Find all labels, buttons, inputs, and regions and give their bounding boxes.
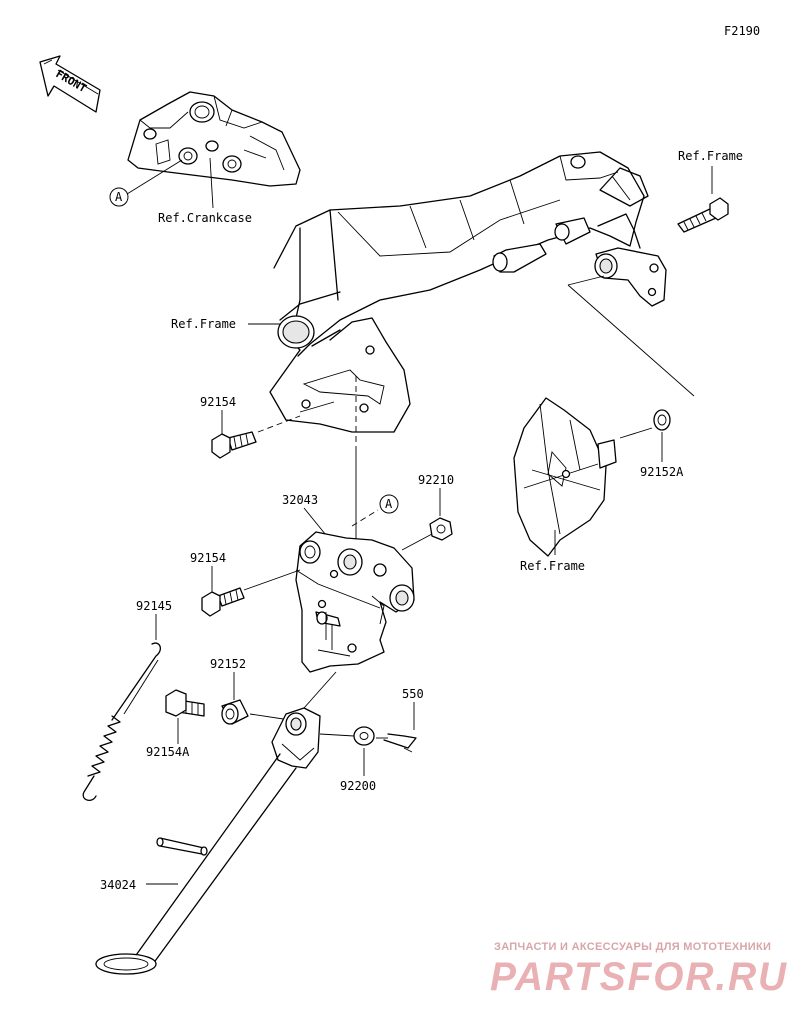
label-92154-upper: 92154 xyxy=(200,395,236,409)
bolt-92154-upper xyxy=(211,431,257,459)
cotter-pin-550 xyxy=(383,733,417,753)
label-92200: 92200 xyxy=(340,779,376,793)
svg-text:A: A xyxy=(385,497,393,511)
label-92210: 92210 xyxy=(418,473,454,487)
label-92154A: 92154A xyxy=(146,745,190,759)
circle-marker-a-bracket: A xyxy=(379,494,399,514)
label-92154-lower: 92154 xyxy=(190,551,226,565)
label-32043: 32043 xyxy=(282,493,318,507)
ref-frame-left: Ref.Frame xyxy=(171,317,236,331)
ref-frame-top-right: Ref.Frame xyxy=(678,149,743,163)
sidestand-34024 xyxy=(95,707,321,975)
label-550: 550 xyxy=(402,687,424,701)
ref-frame-bottom-right: Ref.Frame xyxy=(520,559,585,573)
collar-92152 xyxy=(221,699,249,725)
label-92152A: 92152A xyxy=(640,465,684,479)
watermark-brand: PARTSFOR.RU xyxy=(490,955,788,999)
front-arrow-icon xyxy=(39,55,101,113)
bolt-92154A xyxy=(165,689,205,717)
frame-bolt-top-right xyxy=(677,197,729,233)
circle-marker-a-crankcase: A xyxy=(109,187,129,207)
collar-92152A xyxy=(653,409,671,431)
watermark-subtitle: ЗАПЧАСТИ И АКСЕССУАРЫ ДЛЯ МОТОТЕХНИКИ xyxy=(494,941,771,953)
washer-92200 xyxy=(353,726,375,746)
label-34024: 34024 xyxy=(100,878,136,892)
spring-92145 xyxy=(82,642,162,802)
label-92145: 92145 xyxy=(136,599,172,613)
sidestand-bracket-32043 xyxy=(295,531,415,673)
crankcase-illustration xyxy=(127,91,301,187)
frame-illustration xyxy=(269,151,667,433)
figure-code: F2190 xyxy=(724,24,760,38)
label-92152: 92152 xyxy=(210,657,246,671)
ref-crankcase: Ref.Crankcase xyxy=(158,211,252,225)
rear-footrest-frame xyxy=(513,397,617,557)
svg-text:A: A xyxy=(115,190,123,204)
nut-92210 xyxy=(429,517,453,541)
bolt-92154-lower xyxy=(201,587,245,617)
